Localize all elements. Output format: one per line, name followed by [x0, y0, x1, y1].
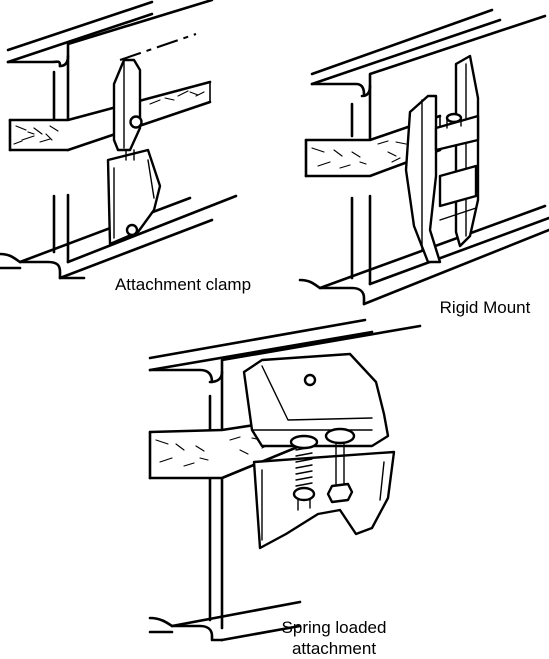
panel-rigid-mount: Rigid Mount	[298, 8, 549, 317]
panel-attachment-clamp: Attachment clamp	[0, 0, 251, 294]
centerline-1	[119, 33, 197, 61]
spring-bolt-right	[324, 427, 356, 504]
panel-spring-loaded: Spring loaded attachment	[148, 318, 422, 658]
spring-bolt-left	[289, 434, 319, 511]
insulation-band-1	[8, 80, 212, 152]
label-spring-loaded-line1: Spring loaded	[282, 618, 387, 637]
clamp-hardware	[106, 58, 162, 246]
bolt-head-icon	[445, 112, 463, 124]
label-attachment-clamp: Attachment clamp	[115, 275, 251, 294]
label-rigid-mount: Rigid Mount	[440, 298, 531, 317]
bolt-icon-upper	[129, 115, 143, 129]
spring-icon	[289, 434, 319, 450]
beam-3	[148, 318, 422, 642]
bolt-icon-lower	[125, 223, 139, 237]
spring-bracket-hardware	[242, 352, 396, 550]
label-spring-loaded-line2: attachment	[292, 639, 376, 658]
beam-2	[298, 8, 549, 306]
mount-hole-icon	[303, 373, 317, 387]
spring-icon	[324, 427, 356, 445]
rigid-mount-hardware	[404, 54, 480, 264]
beam-1	[0, 0, 238, 280]
